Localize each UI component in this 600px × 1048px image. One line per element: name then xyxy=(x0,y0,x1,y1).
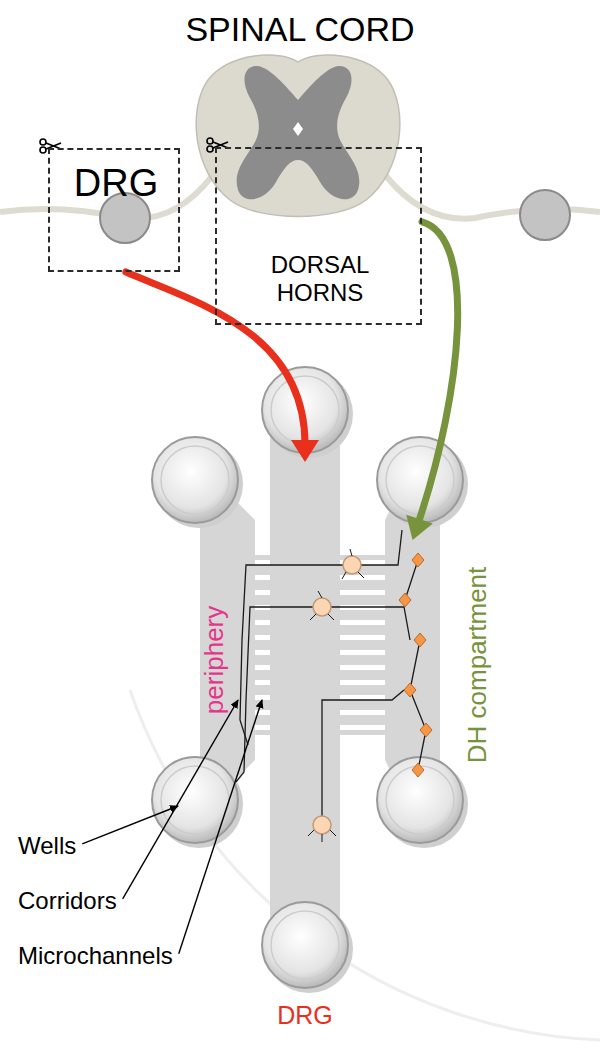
scissors-handle xyxy=(40,147,46,153)
ganglion xyxy=(520,190,570,240)
scissors-symbol xyxy=(40,139,61,153)
well xyxy=(262,902,348,988)
dh-neuron xyxy=(420,723,432,737)
well-rim xyxy=(386,446,454,514)
drg-dissection-box: DRG xyxy=(48,148,180,272)
axon xyxy=(331,607,410,640)
well xyxy=(152,437,238,523)
part-label: Microchannels xyxy=(18,942,173,970)
neuron-spike xyxy=(308,549,364,842)
microfluidic-device xyxy=(152,367,468,993)
leader-line xyxy=(179,700,262,954)
leader-line xyxy=(123,700,238,899)
dendrite xyxy=(405,560,426,770)
node-label: DRG xyxy=(277,1001,333,1030)
well xyxy=(377,757,463,843)
grey-matter xyxy=(237,66,360,199)
spinal-cord-heading: SPINAL CORD xyxy=(175,4,424,54)
axon xyxy=(236,607,313,782)
part-label: Corridors xyxy=(18,887,117,915)
well-rim xyxy=(161,446,229,514)
drg-corridor: DRG xyxy=(267,462,343,1035)
corridor xyxy=(180,480,255,800)
arrowhead xyxy=(406,515,433,540)
dh-neuron xyxy=(404,683,416,697)
well-rim xyxy=(386,766,454,834)
drg-neurons xyxy=(313,556,361,834)
periphery-corridor: periphery xyxy=(200,480,255,800)
white-matter xyxy=(196,55,400,216)
connector-arrow xyxy=(406,222,457,540)
node-label: periphery xyxy=(200,606,230,714)
leader-lines xyxy=(82,700,262,954)
dh-neurons xyxy=(399,553,432,777)
drg-neuron xyxy=(313,816,331,834)
dh-neuron xyxy=(412,553,424,567)
axon xyxy=(322,690,404,816)
dorsal-horn-dissection-box: DORSAL HORNS xyxy=(215,147,422,325)
node-label: DH compartment xyxy=(463,567,493,764)
leader-line xyxy=(82,806,178,844)
well xyxy=(152,757,238,843)
drg-neuron xyxy=(313,598,331,616)
scissors-handle xyxy=(40,139,46,145)
dh-neuron xyxy=(412,763,424,777)
neuron-spikes xyxy=(308,549,364,842)
part-label: Wells xyxy=(18,832,76,860)
corridor xyxy=(385,480,440,800)
well-rim xyxy=(271,911,339,979)
scissors-handle xyxy=(207,146,213,152)
connector-line xyxy=(418,222,457,523)
node-label: DRG xyxy=(74,162,158,206)
wells xyxy=(152,367,468,993)
node-label: DORSAL HORNS xyxy=(245,251,395,306)
spinal-cord-section xyxy=(196,55,400,216)
drg-neuron xyxy=(343,556,361,574)
node-label: SPINAL CORD xyxy=(185,10,414,49)
dh-neuron xyxy=(414,633,426,647)
central-canal xyxy=(293,122,303,136)
arrowhead xyxy=(291,440,319,462)
scissors-handle xyxy=(207,138,213,144)
corridor xyxy=(270,410,340,945)
dh-neuron xyxy=(399,593,411,607)
well-rim xyxy=(161,766,229,834)
scissors-symbol xyxy=(207,138,228,152)
axons xyxy=(236,530,426,816)
dh-compartment-corridor: DH compartment xyxy=(385,540,505,800)
axon xyxy=(361,530,402,565)
